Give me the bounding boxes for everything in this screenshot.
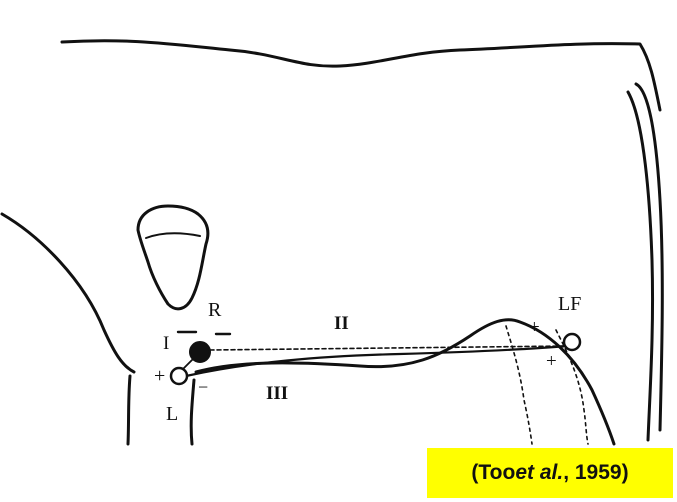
label-lf: LF — [558, 294, 581, 314]
citation-box: (Too et al., 1959) — [427, 448, 673, 498]
label-plus-lf-lower: + — [546, 352, 557, 371]
citation-close: , 1959) — [563, 461, 628, 485]
rump-outline-inner — [628, 92, 653, 440]
label-lead-two: II — [334, 314, 349, 333]
label-r: R — [208, 300, 221, 320]
foreleg-back-outline — [191, 380, 194, 444]
electrode-r — [190, 342, 210, 362]
hind-leg-dotted-front — [506, 326, 532, 444]
heart-shape — [138, 206, 208, 309]
foreleg-front-outline — [128, 376, 130, 444]
neck-chest-outline — [2, 214, 134, 372]
label-l: L — [166, 404, 178, 424]
electrode-lf — [564, 334, 580, 350]
body-back-outline — [62, 41, 660, 110]
label-plus-l: + — [154, 366, 165, 386]
label-plus-lf-upper: + — [529, 318, 540, 337]
electrode-l — [171, 368, 187, 384]
label-lead-three: III — [266, 384, 288, 403]
citation-italic: et al. — [515, 461, 563, 485]
label-lead-one: I — [163, 334, 169, 353]
heart-inner-line — [146, 233, 200, 238]
belly-outline — [196, 320, 614, 444]
lead-three-line — [186, 346, 568, 376]
label-minus-l: − — [198, 378, 208, 396]
citation-open: (Too — [471, 461, 515, 485]
